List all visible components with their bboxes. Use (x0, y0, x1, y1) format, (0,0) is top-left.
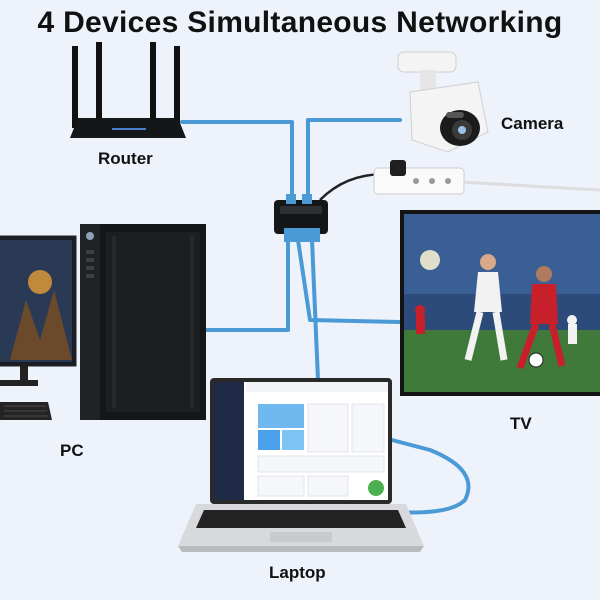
laptop-cable (310, 238, 320, 382)
tv-players (415, 254, 577, 370)
router-label: Router (98, 149, 153, 168)
diagram-title: 4 Devices Simultaneous Networking (37, 6, 563, 39)
power-strip-cord (459, 180, 600, 192)
pc-keyboard-icon (0, 402, 52, 420)
laptop-icon (178, 378, 424, 552)
laptop-label: Laptop (269, 563, 326, 582)
pc-cable (203, 238, 290, 332)
tv-cable (296, 238, 402, 324)
power-strip-icon (373, 160, 465, 195)
ethernet-cables (180, 118, 471, 515)
tv-icon (400, 210, 600, 396)
pc-monitor-icon (0, 235, 77, 386)
camera-label: Camera (501, 114, 564, 133)
router-cable (180, 120, 294, 210)
laptop-side-cable (390, 438, 471, 515)
camera-icon (397, 51, 489, 153)
pc-label: PC (60, 441, 84, 460)
router-icon (70, 42, 186, 138)
camera-cable (306, 118, 402, 210)
network-switch-icon (274, 194, 328, 242)
pc-tower-icon (80, 224, 206, 420)
tv-label: TV (510, 414, 532, 433)
